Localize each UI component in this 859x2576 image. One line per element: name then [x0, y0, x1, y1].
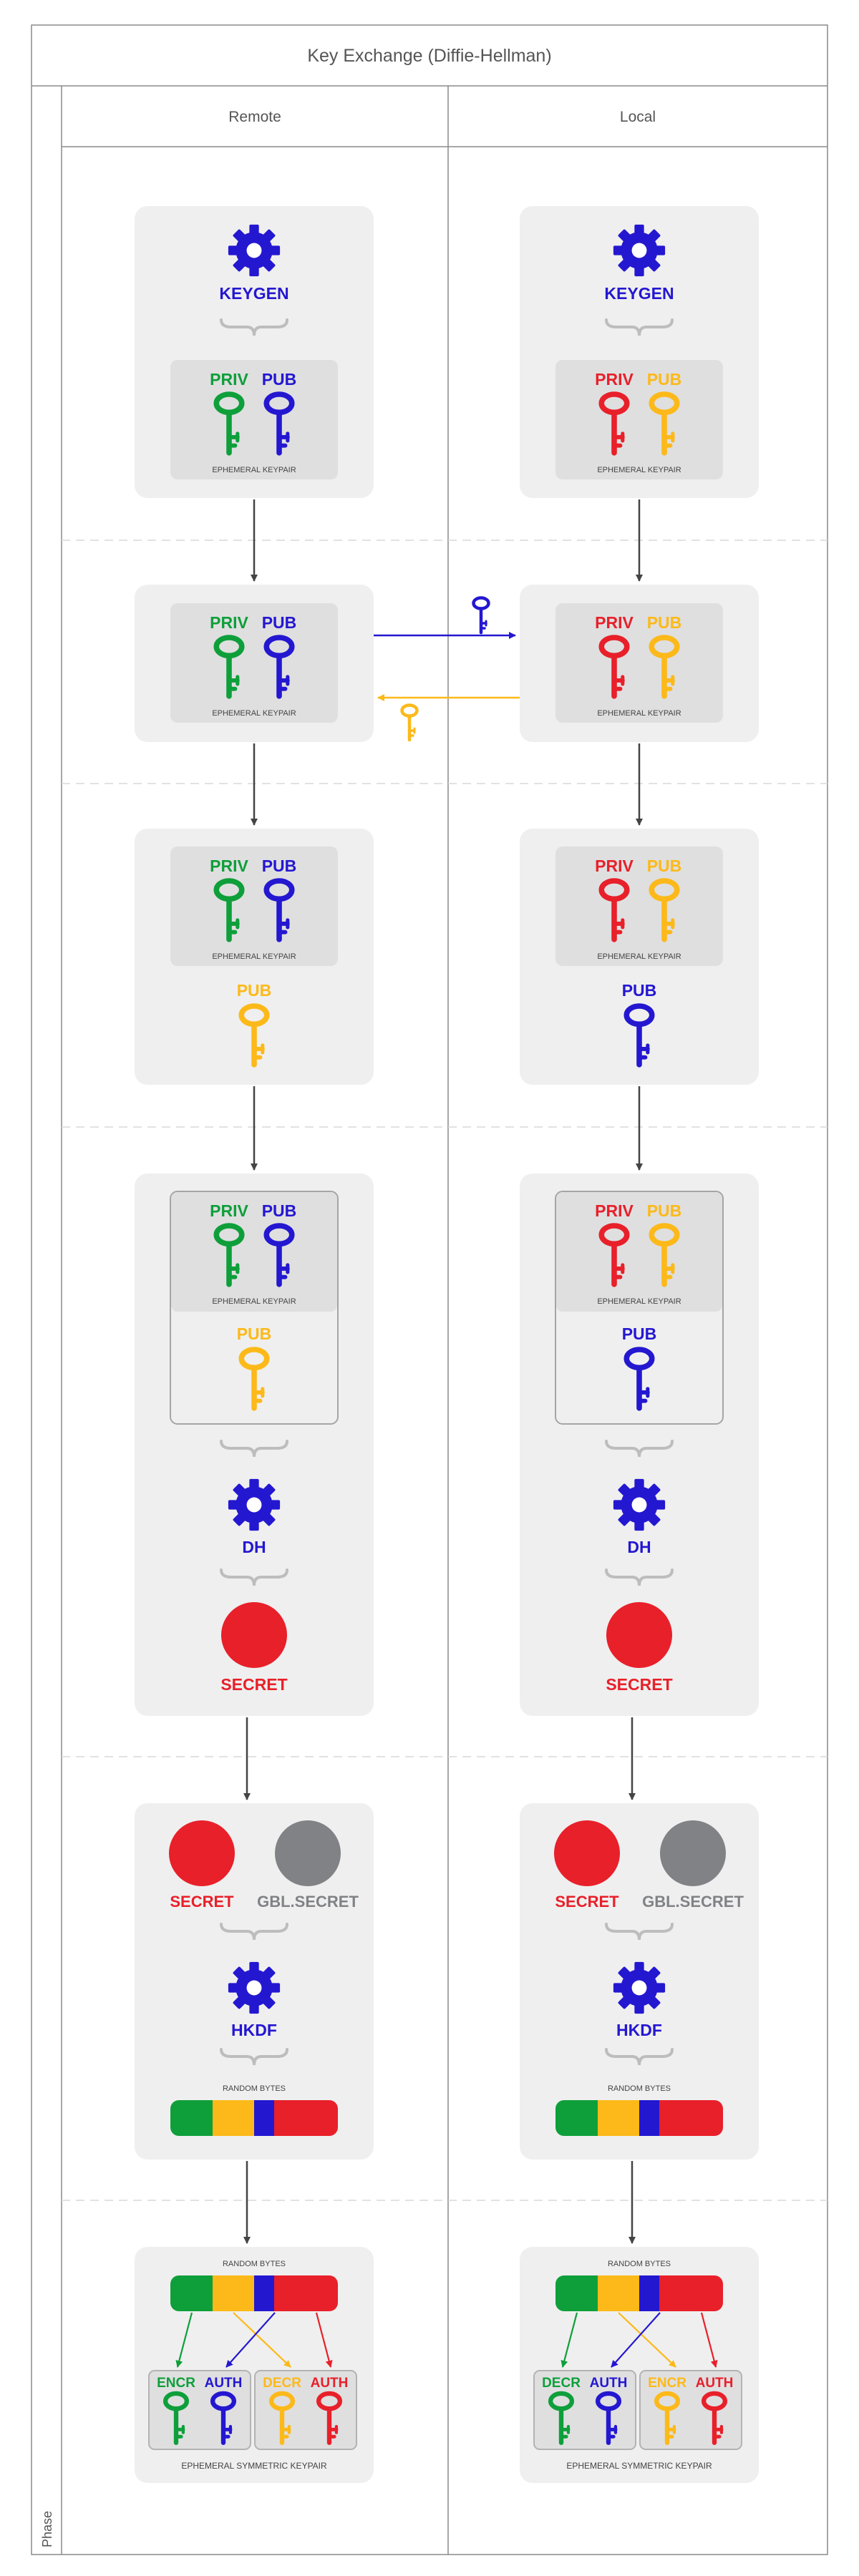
process-boxes — [135, 206, 759, 2483]
encr-label: ENCR — [157, 2376, 195, 2391]
secret-label: SECRET — [170, 1893, 234, 1911]
dh-label: DH — [242, 1538, 266, 1556]
random-bytes-bars — [170, 2100, 723, 2311]
secret-label: SECRET — [606, 1675, 672, 1694]
keypair-boxes — [170, 360, 723, 1312]
secret-label: SECRET — [220, 1675, 287, 1694]
phase-separators — [62, 540, 828, 2201]
received-pub-label: PUB — [622, 981, 657, 1000]
key-icon — [474, 598, 489, 633]
secret-icon — [169, 1820, 235, 1886]
ephemeral-keypair-label: EPHEMERAL KEYPAIR — [212, 1297, 296, 1306]
global-secret-label: GBL.SECRET — [257, 1893, 359, 1911]
pub-label: PUB — [647, 1201, 682, 1220]
pub-label: PUB — [262, 613, 297, 632]
random-bytes-label: RANDOM BYTES — [608, 2260, 671, 2268]
dh-label: DH — [627, 1538, 651, 1556]
priv-label: PRIV — [595, 857, 634, 875]
received-pub-label: PUB — [622, 1324, 657, 1343]
pub-label: PUB — [647, 613, 682, 632]
priv-label: PRIV — [595, 1201, 634, 1220]
gear-icon — [613, 224, 666, 277]
pub-label: PUB — [262, 1201, 297, 1220]
global-secret-label: GBL.SECRET — [642, 1893, 744, 1911]
flow-arrows — [243, 499, 643, 2244]
received-pub-label: PUB — [237, 981, 272, 1000]
auth-label: AUTH — [205, 2376, 243, 2391]
ephemeral-symmetric-keypair-label: EPHEMERAL SYMMETRIC KEYPAIR — [566, 2461, 712, 2471]
dh-input-groups — [170, 1191, 724, 1425]
received-pub-label: PUB — [237, 1324, 272, 1343]
decr-label: DECR — [263, 2376, 301, 2391]
exchange-arrows — [374, 632, 520, 701]
secret-circles — [169, 1602, 726, 1886]
swimlane-frame — [31, 24, 828, 2555]
secret-icon — [221, 1602, 287, 1668]
priv-label: PRIV — [595, 613, 634, 632]
auth-label: AUTH — [590, 2376, 628, 2391]
gear-icon — [613, 1478, 666, 1531]
secret-icon — [606, 1602, 672, 1668]
lane-header-local: Local — [620, 109, 656, 125]
ephemeral-keypair-label: EPHEMERAL KEYPAIR — [212, 466, 296, 474]
auth-label: AUTH — [696, 2376, 734, 2391]
pub-label: PUB — [647, 857, 682, 875]
priv-label: PRIV — [210, 857, 248, 875]
ephemeral-keypair-label: EPHEMERAL KEYPAIR — [212, 952, 296, 961]
gear-icon — [228, 224, 281, 277]
phase-label: Phase — [40, 2511, 54, 2547]
ephemeral-keypair-label: EPHEMERAL KEYPAIR — [597, 466, 681, 474]
pub-label: PUB — [262, 857, 297, 875]
keygen-label: KEYGEN — [219, 284, 288, 303]
keygen-label: KEYGEN — [604, 284, 674, 303]
pub-label: PUB — [647, 370, 682, 389]
secret-label: SECRET — [555, 1893, 619, 1911]
global-secret-icon — [660, 1820, 726, 1886]
hkdf-label: HKDF — [231, 2021, 277, 2039]
encr-label: ENCR — [648, 2376, 686, 2391]
decr-label: DECR — [542, 2376, 581, 2391]
auth-label: AUTH — [311, 2376, 349, 2391]
secret-icon — [554, 1820, 620, 1886]
key-icon — [402, 706, 417, 741]
ephemeral-keypair-label: EPHEMERAL KEYPAIR — [212, 709, 296, 718]
random-bytes-label: RANDOM BYTES — [608, 2084, 671, 2093]
priv-label: PRIV — [210, 370, 248, 389]
ephemeral-keypair-label: EPHEMERAL KEYPAIR — [597, 1297, 681, 1306]
gear-icon — [613, 1961, 666, 2014]
ephemeral-keypair-label: EPHEMERAL KEYPAIR — [597, 709, 681, 718]
lane-header-remote: Remote — [228, 109, 281, 125]
gear-icon — [228, 1961, 281, 2014]
random-bytes-label: RANDOM BYTES — [223, 2260, 286, 2268]
pub-label: PUB — [262, 370, 297, 389]
split-arrows — [175, 2312, 718, 2368]
random-bytes-label: RANDOM BYTES — [223, 2084, 286, 2093]
gear-icon — [228, 1478, 281, 1531]
priv-label: PRIV — [595, 370, 634, 389]
priv-label: PRIV — [210, 613, 248, 632]
diagram-title: Key Exchange (Diffie-Hellman) — [307, 46, 551, 66]
hkdf-label: HKDF — [616, 2021, 662, 2039]
global-secret-icon — [275, 1820, 341, 1886]
ephemeral-keypair-label: EPHEMERAL KEYPAIR — [597, 952, 681, 961]
priv-label: PRIV — [210, 1201, 248, 1220]
ephemeral-symmetric-keypair-label: EPHEMERAL SYMMETRIC KEYPAIR — [181, 2461, 327, 2471]
